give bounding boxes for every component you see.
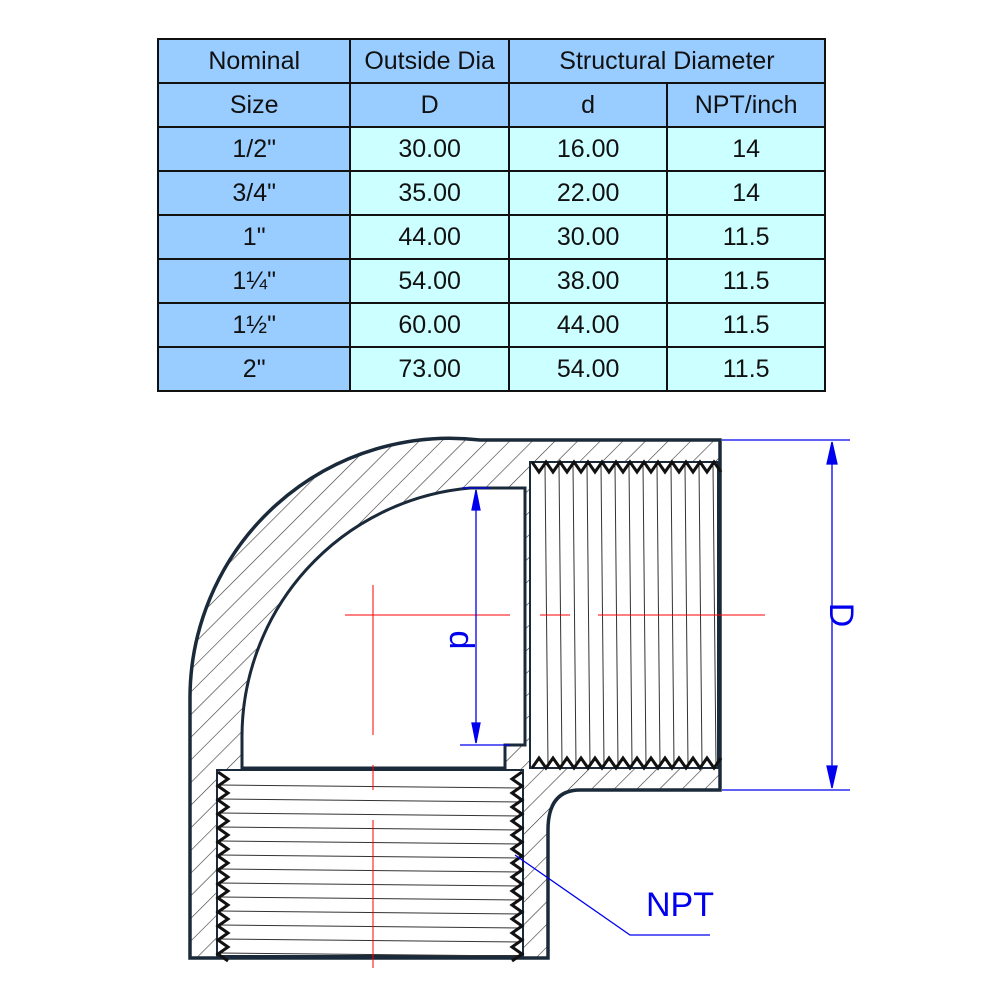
D-cell: 35.00: [349, 170, 510, 216]
d-cell: 22.00: [507, 170, 669, 216]
D-cell: 30.00: [349, 126, 510, 172]
thread-line: [219, 840, 521, 845]
D-cell: 73.00: [349, 346, 510, 392]
npt-cell: 11.5: [666, 214, 826, 260]
thread-line: [219, 798, 521, 803]
size-cell: 2": [156, 346, 352, 392]
thread-line: [219, 826, 521, 831]
header-size: Size: [156, 82, 352, 128]
size-cell: 1/2": [156, 126, 352, 172]
header-outside-dia: Outside Dia: [349, 38, 510, 84]
header-structural-diameter: Structural Diameter: [507, 38, 827, 84]
thread-line: [219, 910, 521, 915]
d-cell: 38.00: [507, 258, 669, 304]
thread-teeth: [530, 459, 723, 475]
thread-line: [219, 896, 521, 901]
thread-line: [219, 868, 521, 873]
npt-leader: [514, 854, 710, 936]
bottom-thread: [215, 769, 525, 963]
D-cell: 54.00: [349, 258, 510, 304]
thread-line: [219, 812, 521, 817]
thread-line: [219, 938, 521, 943]
thread-teeth: [530, 755, 723, 771]
D-dimension: [722, 439, 850, 791]
d-dimension: [460, 487, 510, 746]
label-d: d: [442, 631, 480, 650]
D-cell: 60.00: [349, 302, 510, 348]
d-cell: 54.00: [507, 346, 669, 392]
thread-teeth: [215, 770, 231, 963]
label-npt: NPT: [646, 886, 714, 924]
header-nominal: Nominal: [156, 38, 352, 84]
header-d: d: [507, 82, 669, 128]
label-D: D: [822, 603, 860, 628]
d-cell: 44.00: [507, 302, 669, 348]
size-cell: 1¼": [156, 258, 352, 304]
d-cell: 16.00: [507, 126, 669, 172]
npt-cell: 14: [666, 170, 826, 216]
thread-line: [219, 854, 521, 859]
thread-line: [586, 464, 591, 766]
npt-cell: 11.5: [666, 258, 826, 304]
npt-cell: 14: [666, 126, 826, 172]
header-npt: NPT/inch: [666, 82, 826, 128]
center-lines: [345, 585, 765, 968]
header-D: D: [349, 82, 510, 128]
size-cell: 1": [156, 214, 352, 260]
thread-teeth: [509, 770, 525, 963]
thread-line: [219, 784, 521, 789]
thread-line: [219, 952, 521, 957]
inner-bore: [240, 486, 527, 770]
thread-line: [219, 882, 521, 887]
size-cell: 3/4": [156, 170, 352, 216]
thread-line: [572, 464, 577, 766]
npt-cell: 11.5: [666, 302, 826, 348]
npt-cell: 11.5: [666, 346, 826, 392]
d-cell: 30.00: [507, 214, 669, 260]
dimension-table: Nominal Outside Dia Structural Diameter …: [156, 38, 827, 392]
D-cell: 44.00: [349, 214, 510, 260]
thread-line: [219, 924, 521, 929]
size-cell: 1½": [156, 302, 352, 348]
